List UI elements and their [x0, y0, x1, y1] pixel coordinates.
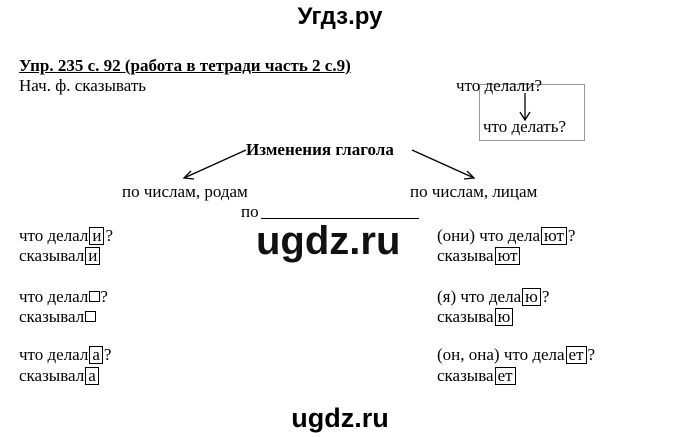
question-past: что делали?: [456, 76, 543, 95]
ending-box: ют: [541, 227, 567, 245]
watermark-middle: ugdz.ru: [256, 219, 401, 263]
text-fragment: ?: [105, 226, 114, 245]
branch-right-label: по числам, лицам: [410, 182, 538, 201]
blank-line: [261, 218, 419, 219]
arrow-down-icon: [519, 93, 531, 121]
text-fragment: ?: [567, 226, 576, 245]
question-box: [479, 84, 585, 141]
site-header: Угдз.ру: [297, 3, 383, 30]
text-fragment: (он, она) что дела: [437, 345, 565, 364]
ending-box: ет: [494, 367, 516, 385]
left-question-2: что делал?: [19, 287, 108, 307]
initial-form: Нач. ф. сказывать: [19, 76, 147, 95]
ending-box: ют: [494, 247, 521, 265]
text-fragment: сказыва: [437, 307, 494, 326]
text-fragment: сказывал: [19, 366, 85, 385]
text-fragment: сказывал: [19, 246, 85, 265]
text-fragment: ?: [587, 345, 596, 364]
text-fragment: сказывал: [19, 307, 85, 326]
ending-box: а: [85, 367, 99, 385]
text-fragment: что делал: [19, 287, 89, 306]
arrow-right-icon: [411, 149, 476, 180]
text-fragment: что делал: [19, 345, 89, 364]
text-fragment: (они) что дела: [437, 226, 540, 245]
empty-ending-box: [89, 291, 101, 302]
text-fragment: ?: [103, 345, 112, 364]
section-heading: Изменения глагола: [246, 140, 394, 159]
po-label: по: [241, 202, 259, 221]
ending-box: ю: [494, 308, 514, 326]
text-fragment: ?: [541, 287, 550, 306]
text-fragment: что делал: [19, 226, 89, 245]
ending-box: а: [89, 346, 103, 364]
left-verb-2: сказывал: [19, 307, 97, 327]
text-fragment: сказыва: [437, 366, 494, 385]
ending-box: ет: [565, 346, 587, 364]
watermark-bottom: ugdz.ru: [291, 403, 389, 433]
text-fragment: ?: [100, 287, 108, 306]
ending-box: и: [89, 227, 105, 245]
exercise-title: Упр. 235 с. 92 (работа в тетради часть 2…: [19, 56, 351, 75]
arrow-left-icon: [182, 149, 247, 180]
ending-box: ю: [522, 288, 541, 306]
text-fragment: сказыва: [437, 246, 494, 265]
ending-box: и: [85, 247, 101, 265]
empty-ending-box: [85, 311, 97, 322]
text-fragment: (я) что дела: [437, 287, 522, 306]
branch-left-label: по числам, родам: [122, 182, 248, 201]
question-infinitive: что делать?: [483, 117, 567, 136]
